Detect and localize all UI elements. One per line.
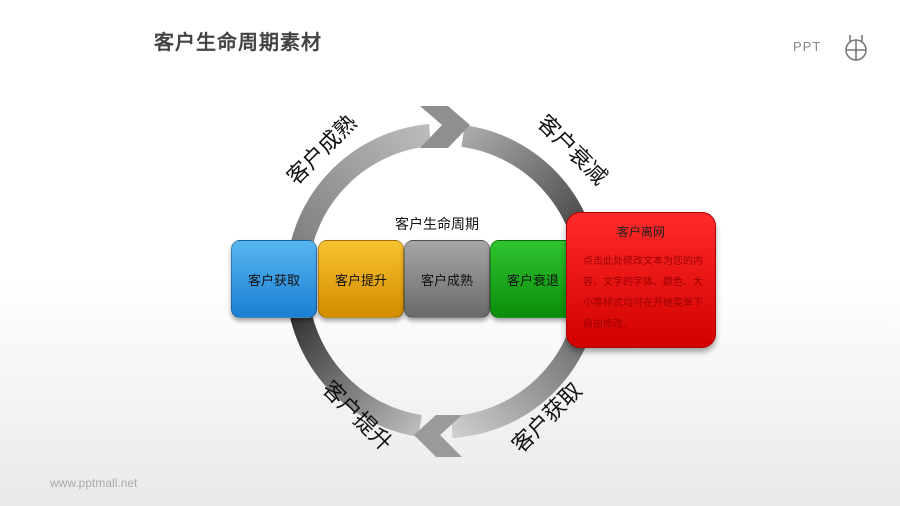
- center-title: 客户生命周期: [395, 217, 479, 233]
- detail-body: 点击此处修改文本为您的内容，文字的字体、颜色、大小等样式均可在开始菜单下自由修改…: [583, 256, 703, 330]
- logo-icon: [845, 35, 867, 61]
- footer-url[interactable]: www.pptmall.net: [50, 476, 138, 490]
- logo-text: PPT: [793, 39, 822, 54]
- stage-label: 客户衰退: [506, 273, 559, 289]
- chevron-left-icon: [414, 415, 462, 457]
- chevron-right-icon: [420, 106, 470, 148]
- stage-label: 客户获取: [247, 273, 300, 289]
- stage-box-decline[interactable]: 客户衰退: [490, 240, 576, 318]
- logo: PPT: [793, 33, 873, 63]
- stage-label: 客户成熟: [420, 273, 473, 289]
- detail-box-churn[interactable]: 客户离网 点击此处修改文本为您的内容，文字的字体、颜色、大小等样式均可在开始菜单…: [566, 212, 716, 348]
- detail-title: 客户离网: [616, 225, 665, 239]
- stage-box-promote[interactable]: 客户提升: [318, 240, 404, 318]
- stage-box-mature[interactable]: 客户成熟: [404, 240, 490, 318]
- page-title: 客户生命周期素材: [154, 30, 322, 54]
- stage-label: 客户提升: [334, 273, 387, 289]
- stage-box-acquire[interactable]: 客户获取: [231, 240, 317, 318]
